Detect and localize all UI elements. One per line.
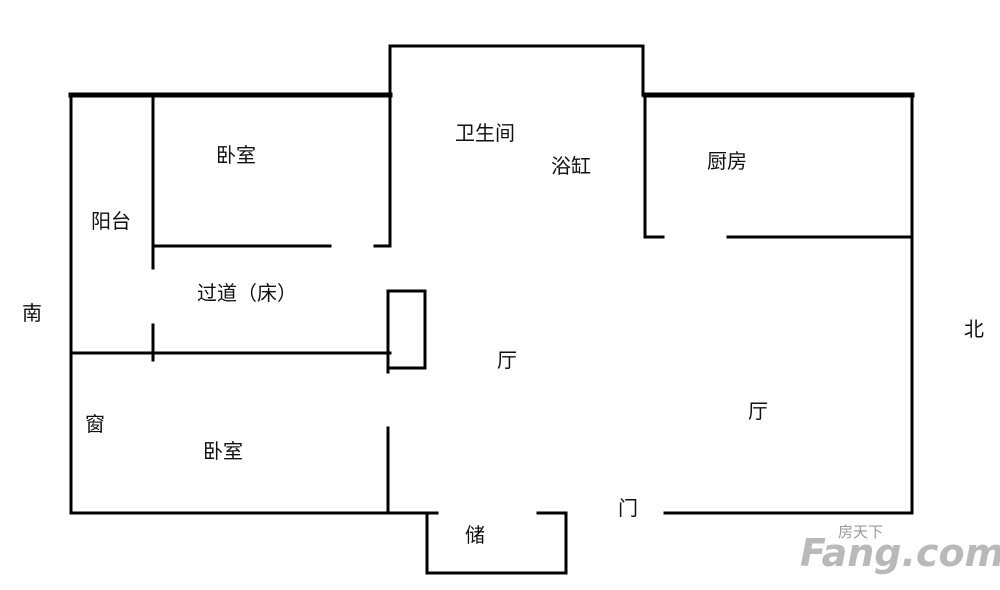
- label-hall-center: 厅: [497, 348, 517, 372]
- wall-storage: [425, 511, 568, 575]
- label-bedroom-bottom: 卧室: [203, 439, 243, 463]
- label-kitchen: 厨房: [707, 149, 747, 173]
- fang-logo: 房天下 Fang.com: [800, 523, 1000, 575]
- label-window: 窗: [85, 412, 105, 436]
- wall-bathroom-outer: [388, 44, 645, 97]
- label-balcony: 阳台: [91, 209, 131, 233]
- label-bathroom: 卫生间: [455, 121, 515, 145]
- label-bathtub: 浴缸: [551, 154, 591, 178]
- pillar: [386, 289, 427, 370]
- label-north: 北: [964, 317, 984, 341]
- label-storage: 储: [465, 523, 485, 547]
- fang-logo-chinese: 房天下: [838, 523, 883, 541]
- label-corridor: 过道（床）: [197, 281, 297, 305]
- label-south: 南: [22, 301, 42, 325]
- label-hall-right: 厅: [748, 399, 768, 423]
- label-door: 门: [618, 496, 638, 520]
- fang-logo-text: Fang.com: [800, 531, 1000, 575]
- label-bedroom-top: 卧室: [216, 143, 256, 167]
